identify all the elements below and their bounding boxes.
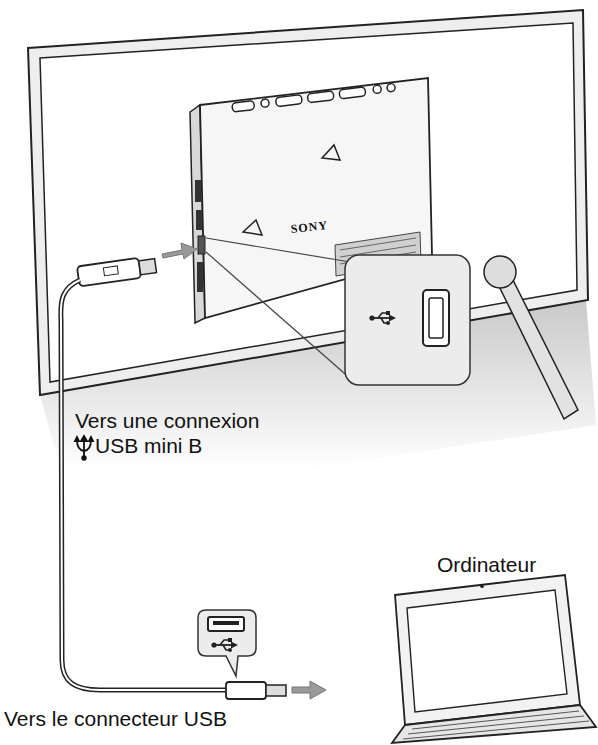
port-callout — [198, 610, 256, 676]
keyboard — [403, 711, 589, 739]
frame-outer — [28, 10, 588, 395]
device-label: Ordinateur — [437, 553, 536, 577]
connector-label: Vers le connecteur USB — [4, 707, 227, 731]
arrow — [292, 681, 326, 699]
arrow — [162, 243, 197, 259]
mini-b-port — [423, 290, 449, 346]
laptop-base — [392, 705, 596, 743]
hang-mark — [322, 145, 340, 160]
mini-usb-port — [198, 236, 205, 254]
port-callout — [345, 255, 470, 385]
buttons — [232, 83, 396, 112]
mini-b-plug — [77, 256, 157, 287]
usb-trident — [75, 436, 93, 460]
connector-label: Vers une connexion USB mini B — [75, 408, 295, 458]
stand — [495, 270, 578, 419]
stand-hinge — [484, 256, 516, 288]
laptop-screen — [407, 590, 567, 712]
laptop-lid — [395, 575, 580, 725]
usb-a-plug — [226, 682, 266, 699]
frame-inner — [40, 23, 577, 382]
hang-mark — [243, 220, 262, 235]
